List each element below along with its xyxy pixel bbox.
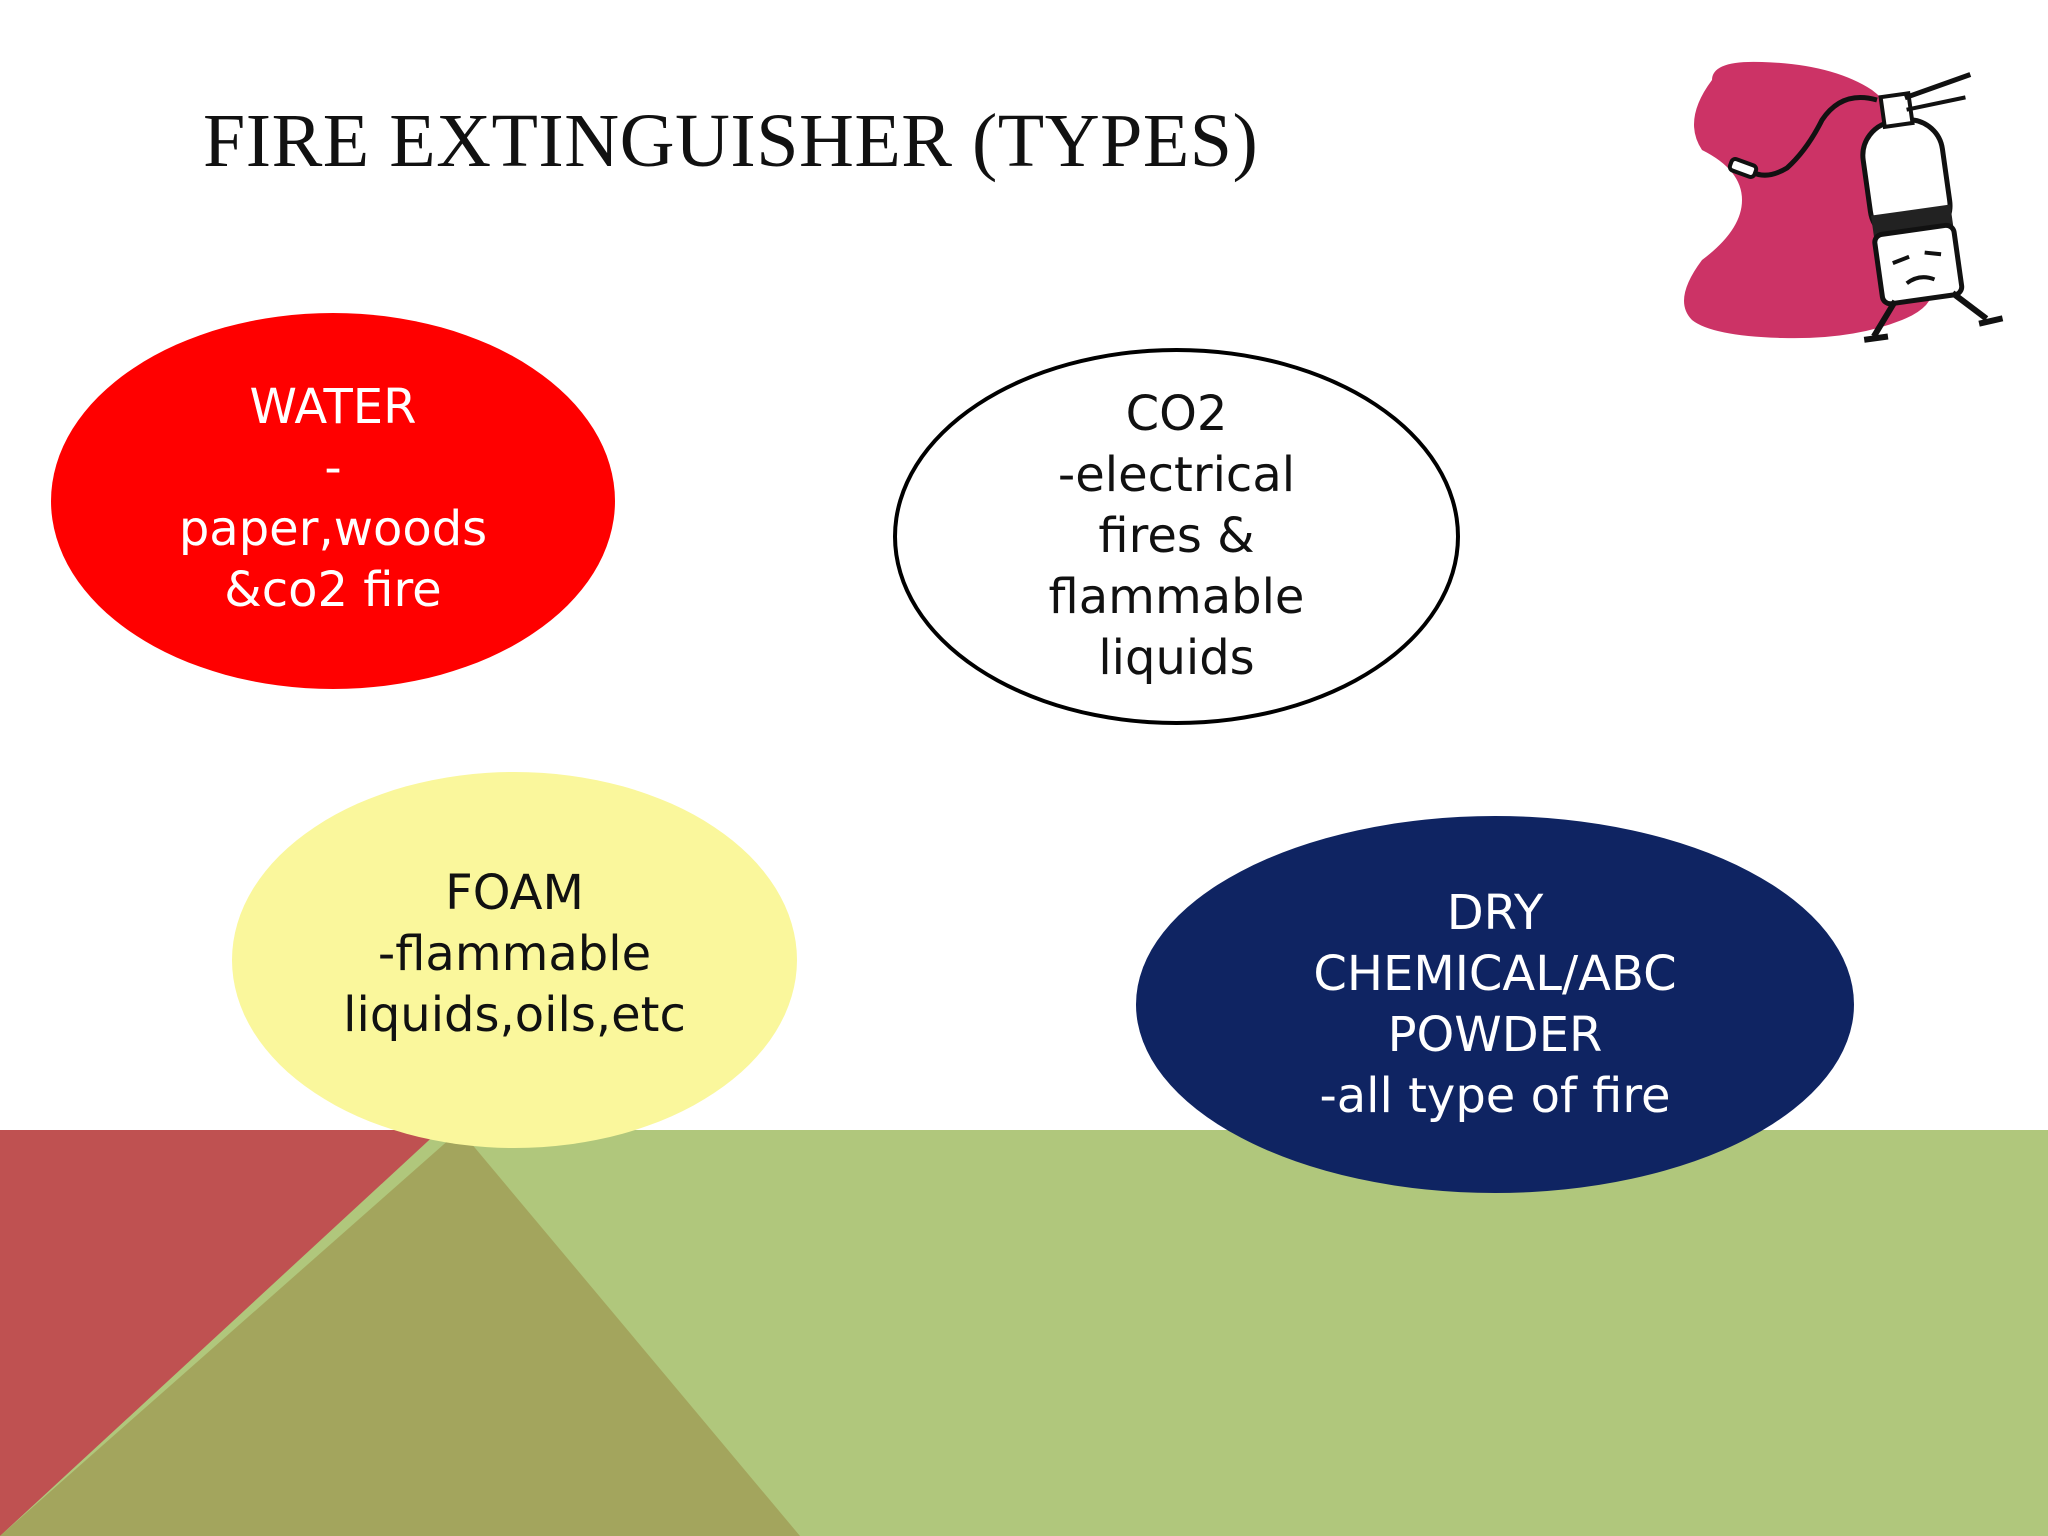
cylinder-bottom [1872, 222, 1965, 307]
foam-line: -flammable [377, 925, 652, 982]
dry-chemical-oval [1136, 816, 1854, 1193]
co2-label: CO2 -electrical fires & flammable liquid… [893, 348, 1460, 725]
water-line: paper,woods [178, 501, 488, 557]
co2-line: -electrical [1057, 447, 1296, 503]
handle-lever-lower [1906, 95, 1966, 112]
dry-chemical-line: CHEMICAL/ABC [1313, 945, 1677, 1002]
leg-right [1950, 290, 1989, 321]
foot-right [1978, 315, 2004, 327]
handle-lever [1904, 72, 1972, 101]
foam-line: liquids,oils,etc [343, 986, 686, 1043]
hose-shape [1750, 95, 1878, 178]
foot-left [1863, 333, 1889, 343]
water-line: - [324, 440, 342, 496]
slide-title: FIRE EXTINGUISHER (TYPES) [203, 99, 1259, 183]
co2-line: CO2 [1125, 386, 1228, 442]
water-oval [51, 313, 615, 689]
eye-right [1924, 250, 1942, 257]
water-label: WATER - paper,woods &co2 fire [51, 313, 615, 689]
dry-chemical-line: POWDER [1387, 1006, 1603, 1063]
dry-chemical-label: DRY CHEMICAL/ABC POWDER -all type of fir… [1136, 816, 1854, 1193]
water-line: WATER [249, 379, 417, 435]
floor-red-triangle [0, 1130, 440, 1536]
fire-extinguisher-icon [1684, 61, 2004, 343]
foam-oval [232, 772, 797, 1148]
nozzle-shape [1727, 157, 1759, 179]
cylinder-band [1870, 204, 1954, 238]
co2-oval [893, 348, 1460, 725]
dry-chemical-line: -all type of fire [1319, 1067, 1671, 1124]
floor-olive-triangle [0, 1130, 800, 1536]
co2-line: liquids [1098, 630, 1255, 686]
co2-line: flammable [1048, 569, 1305, 625]
mouth [1905, 275, 1936, 285]
eye-left [1892, 254, 1910, 265]
foam-label: FOAM -flammable liquids,oils,etc [232, 772, 797, 1148]
co2-line: fires & [1098, 508, 1255, 564]
foam-line: FOAM [445, 864, 584, 921]
dry-chemical-line: DRY [1446, 884, 1544, 941]
leg-left [1871, 299, 1898, 338]
water-line: &co2 fire [224, 562, 442, 618]
